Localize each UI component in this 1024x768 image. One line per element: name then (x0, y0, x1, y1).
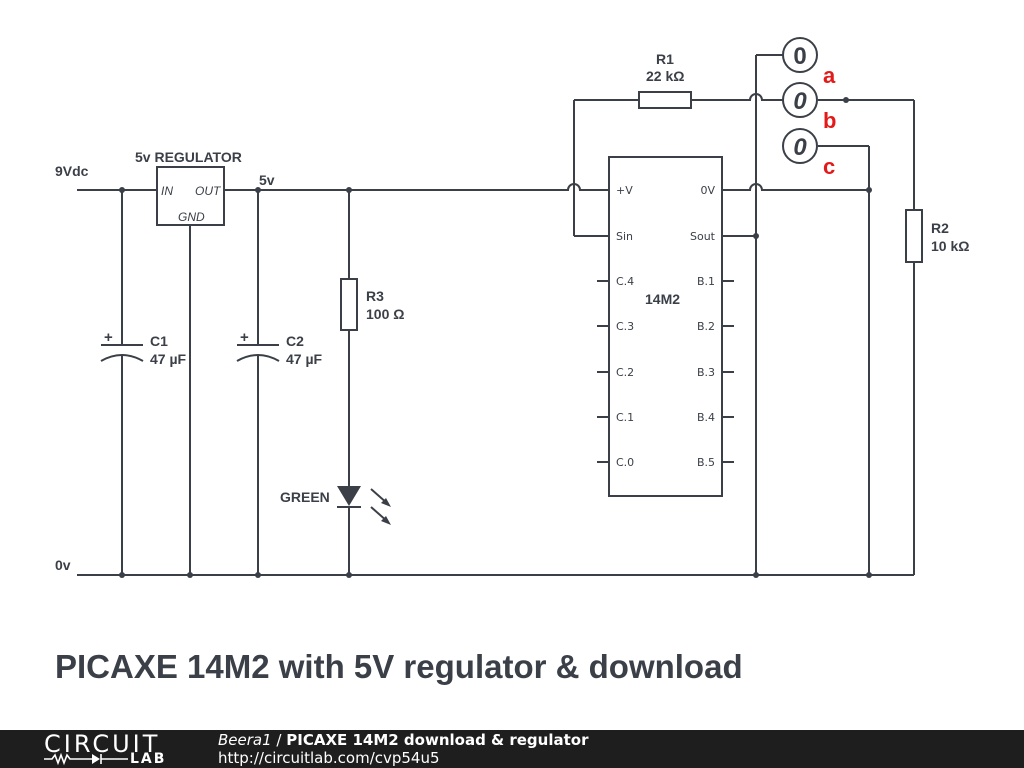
led-green: GREEN (280, 486, 391, 525)
r3-name: R3 (366, 288, 384, 304)
junction-dots (119, 97, 872, 578)
c1-name: C1 (150, 333, 168, 349)
chip-pin-right: B.3 (697, 366, 715, 379)
regulator-title: 5v REGULATOR (135, 149, 242, 165)
c1-value: 47 µF (150, 351, 187, 367)
footer-bar: CIRCUIT LAB Beera1 / PICAXE 14M2 downloa… (0, 730, 1024, 768)
r1-value: 22 kΩ (646, 68, 684, 84)
terminal-b: 0 b (782, 82, 836, 133)
supply-input-label: 9Vdc (55, 163, 89, 179)
terminal-a-number: 0 (793, 43, 806, 70)
schematic-caption: PICAXE 14M2 with 5V regulator & download (55, 648, 743, 685)
chip-pin-left: C.0 (616, 456, 634, 469)
terminal-c-letter: c (823, 154, 835, 179)
terminal-b-number: 0 (793, 88, 807, 115)
r1-name: R1 (656, 51, 674, 67)
chip-pin-left: Sin (616, 230, 633, 243)
regulator-in-pin: IN (161, 184, 173, 198)
voltage-regulator: 5v REGULATOR IN OUT GND (135, 149, 242, 226)
regulator-out-pin: OUT (195, 184, 222, 198)
light-emission-arrows (370, 488, 391, 525)
credit-line: Beera1 / PICAXE 14M2 download & regulato… (218, 731, 588, 749)
terminal-c: 0 c (782, 128, 835, 179)
circuitlab-logo-text[interactable]: CIRCUIT (44, 730, 161, 758)
c1-plus-sign: + (104, 329, 113, 346)
terminal-c-number: 0 (793, 134, 807, 161)
terminal-a: 0 a (782, 37, 836, 88)
r2-name: R2 (931, 220, 949, 236)
circuit-title-link[interactable]: PICAXE 14M2 download & regulator (286, 731, 589, 749)
chip-pin-right: B.1 (697, 275, 715, 288)
chip-pin-left: C.3 (616, 320, 634, 333)
chip-pin-left: C.2 (616, 366, 634, 379)
chip-name: 14M2 (645, 291, 680, 307)
chip-pin-right: 0V (700, 184, 715, 197)
r3-value: 100 Ω (366, 306, 404, 322)
capacitor-c2: + C2 47 µF (236, 329, 323, 367)
circuit-url-link[interactable]: http://circuitlab.com/cvp54u5 (218, 749, 440, 767)
wires (77, 54, 915, 576)
circuitlab-logo-subtext: LAB (130, 751, 167, 767)
regulator-gnd-pin: GND (178, 210, 205, 224)
c2-plus-sign: + (240, 329, 249, 346)
chip-pin-right: Sout (690, 230, 716, 243)
r2-value: 10 kΩ (931, 238, 969, 254)
terminal-a-letter: a (823, 63, 836, 88)
rail-5v-label: 5v (259, 172, 275, 188)
c2-value: 47 µF (286, 351, 323, 367)
chip-pin-left: +V (616, 184, 633, 197)
resistor-r2: R2 10 kΩ (905, 209, 969, 263)
circuit-schematic: 9Vdc 0v 5v 5v REGULATOR IN OUT GND + C1 … (55, 37, 969, 578)
chip-pin-right: B.5 (697, 456, 715, 469)
chip-pin-left: C.4 (616, 275, 634, 288)
ground-label: 0v (55, 557, 71, 573)
resistor-r1: R1 22 kΩ (638, 51, 692, 109)
chip-pin-right: B.4 (697, 411, 715, 424)
chip-pin-right: B.2 (697, 320, 715, 333)
picaxe-14m2-chip: 14M2 +V Sin C.4 C.3 C.2 C.1 C.0 0V Sout … (597, 156, 734, 497)
resistor-r3: R3 100 Ω (340, 278, 404, 331)
credit-separator: / (271, 731, 287, 749)
terminal-b-letter: b (823, 108, 836, 133)
author-link[interactable]: Beera1 (218, 731, 272, 749)
chip-pin-left: C.1 (616, 411, 634, 424)
c2-name: C2 (286, 333, 304, 349)
circuitlab-logo-icon (44, 752, 128, 766)
led-label: GREEN (280, 489, 330, 505)
capacitor-c1: + C1 47 µF (100, 329, 187, 367)
